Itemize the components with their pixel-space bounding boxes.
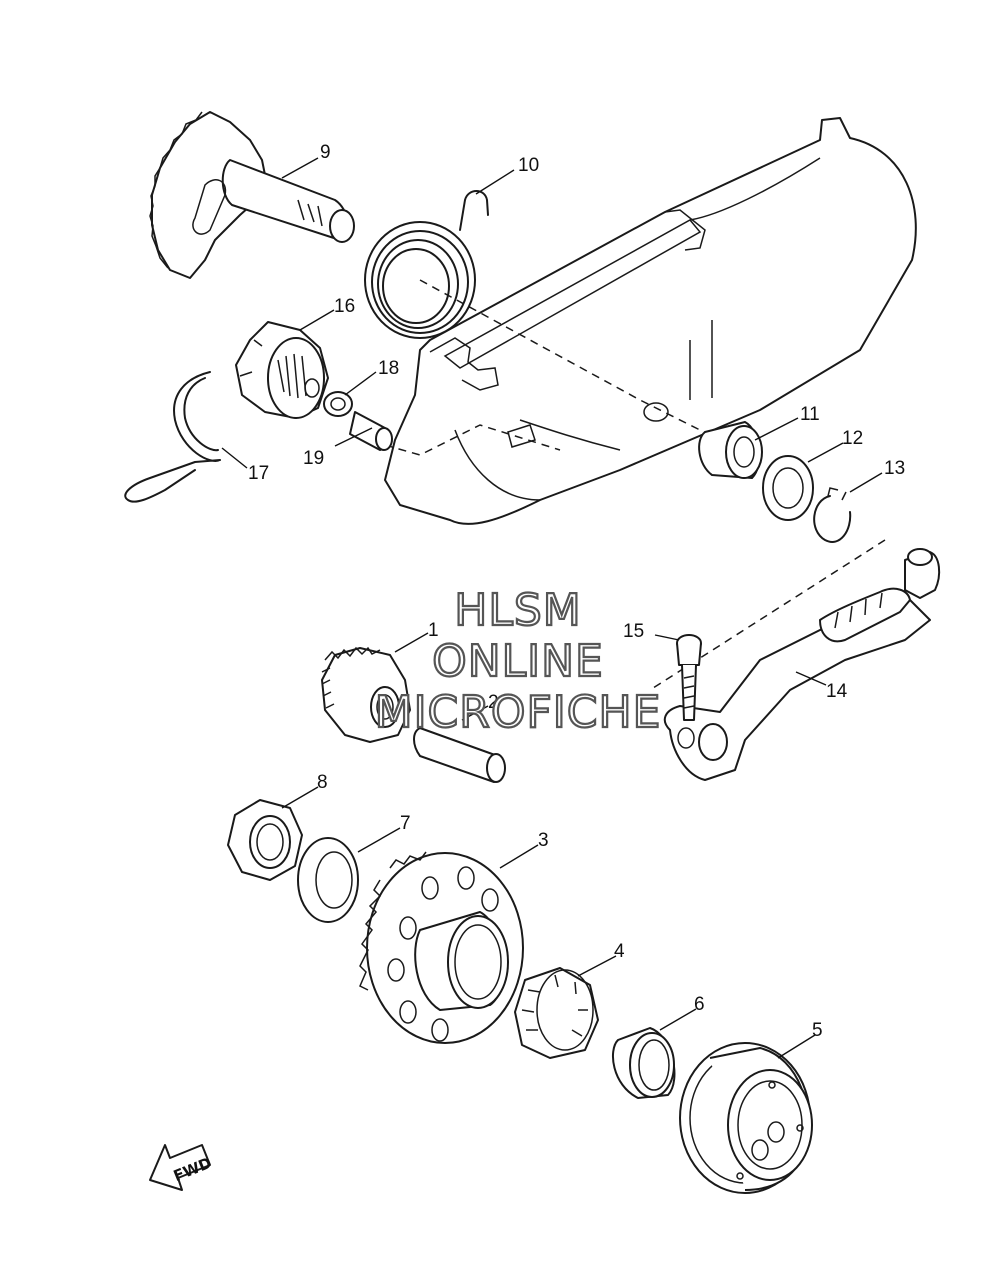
callout-16: 16: [334, 296, 355, 317]
washer-part: [762, 455, 814, 521]
circlip-part: [813, 487, 852, 543]
watermark-line-1: HLSM: [454, 585, 582, 636]
wire-clip-part: [124, 371, 221, 503]
one-way-clutch-part: [679, 1042, 813, 1194]
plate-washer-part: [297, 837, 359, 923]
fwd-arrow-icon: FWD: [149, 1144, 214, 1191]
watermark-line-3: MICROFICHE: [375, 687, 662, 738]
assembly-line-collar: [384, 424, 561, 456]
callout-4: 4: [614, 941, 625, 962]
callout-14: 14: [826, 681, 848, 702]
assembly-line-lever: [649, 539, 886, 691]
callout-8: 8: [317, 772, 328, 793]
bolt-part: [676, 634, 702, 721]
callout-labels: 1 2 3 4 5 6 7 8 9 10 11 12 13 14 15 16 1…: [248, 142, 905, 1041]
washer-small-part: [323, 391, 353, 417]
callout-2: 2: [488, 692, 499, 713]
leader-lines: [221, 157, 883, 1059]
callout-13: 13: [884, 458, 905, 479]
starter-wheel-gear-part: [359, 851, 524, 1044]
callout-5: 5: [812, 1020, 823, 1041]
bushing-part: [698, 421, 763, 479]
callout-19: 19: [303, 448, 324, 469]
collar-ring-part: [611, 1027, 676, 1099]
kick-crank-lever-part: [663, 548, 941, 781]
needle-bearing-part: [514, 967, 599, 1059]
crankcase-cover: [384, 117, 917, 525]
callout-12: 12: [842, 428, 863, 449]
callout-15: 15: [623, 621, 644, 642]
idler-gear-part: [321, 646, 411, 743]
kick-shaft-part: [149, 111, 355, 279]
callout-10: 10: [518, 155, 539, 176]
callout-11: 11: [800, 404, 820, 425]
shaft-pin-part: [413, 727, 506, 783]
callout-17: 17: [248, 463, 269, 484]
watermark-line-2: ONLINE: [432, 636, 604, 687]
collar-part: [349, 411, 393, 451]
callout-9: 9: [320, 142, 331, 163]
torsion-spring-part: [364, 190, 489, 339]
callout-1: 1: [428, 620, 439, 641]
callout-3: 3: [538, 830, 549, 851]
callout-18: 18: [378, 358, 399, 379]
watermark: HLSM ONLINE MICROFICHE: [374, 584, 662, 739]
kick-pinion-part: [235, 321, 329, 419]
callout-7: 7: [400, 813, 411, 834]
nut-part: [227, 799, 303, 881]
assembly-line-shaft: [419, 279, 721, 441]
callout-6: 6: [694, 994, 705, 1015]
